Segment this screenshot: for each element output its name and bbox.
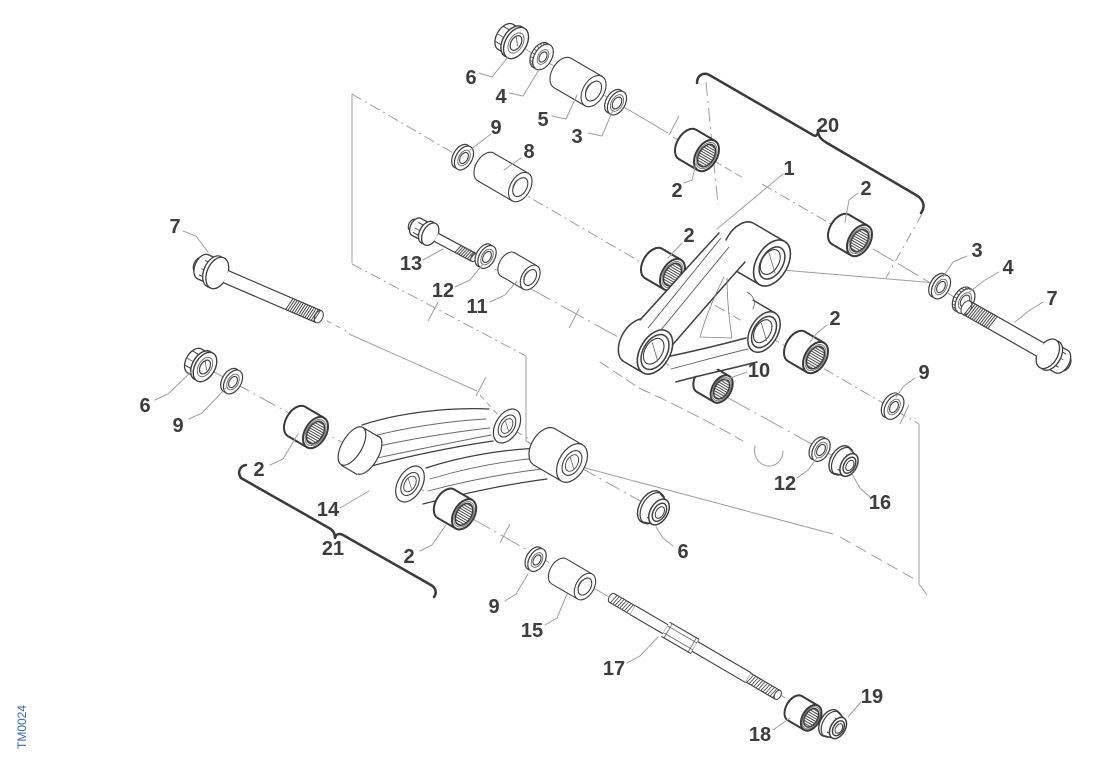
svg-text:2: 2	[683, 225, 694, 247]
svg-text:21: 21	[322, 538, 344, 560]
svg-text:12: 12	[432, 280, 454, 302]
svg-text:2: 2	[403, 546, 414, 568]
svg-text:20: 20	[817, 115, 839, 137]
svg-text:11: 11	[466, 296, 487, 318]
svg-text:8: 8	[523, 141, 534, 163]
svg-text:10: 10	[748, 360, 770, 382]
svg-text:6: 6	[677, 541, 688, 563]
svg-text:2: 2	[671, 180, 682, 202]
svg-text:9: 9	[490, 117, 501, 139]
svg-text:1: 1	[783, 158, 794, 180]
svg-text:15: 15	[521, 620, 543, 642]
svg-text:9: 9	[172, 415, 183, 437]
svg-text:7: 7	[1046, 288, 1057, 310]
svg-text:TM0024: TM0024	[15, 705, 29, 749]
svg-text:2: 2	[860, 178, 871, 200]
svg-text:4: 4	[495, 86, 507, 108]
svg-text:13: 13	[400, 253, 422, 275]
svg-text:19: 19	[861, 686, 883, 708]
svg-text:5: 5	[537, 109, 548, 131]
svg-text:3: 3	[971, 240, 982, 262]
svg-text:7: 7	[169, 216, 180, 238]
svg-text:9: 9	[918, 362, 929, 384]
svg-text:14: 14	[317, 499, 340, 521]
svg-text:2: 2	[829, 308, 840, 330]
svg-text:12: 12	[774, 473, 796, 495]
svg-text:16: 16	[869, 492, 891, 514]
svg-text:3: 3	[571, 126, 582, 148]
svg-text:18: 18	[749, 724, 771, 746]
svg-text:2: 2	[253, 459, 264, 481]
svg-text:17: 17	[603, 658, 625, 680]
svg-text:4: 4	[1002, 257, 1014, 279]
svg-text:6: 6	[139, 395, 150, 417]
svg-text:6: 6	[465, 67, 476, 89]
svg-text:9: 9	[488, 596, 499, 618]
